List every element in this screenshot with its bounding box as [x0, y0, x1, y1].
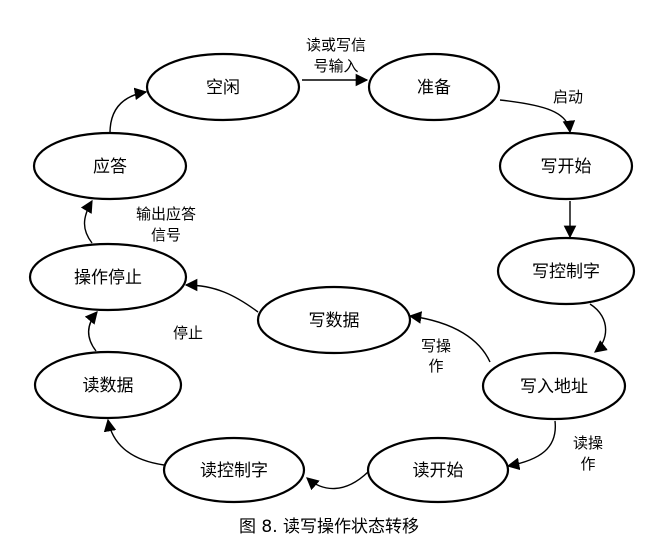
- figure-caption: 图 8. 读写操作状态转移: [238, 517, 420, 537]
- state-write-data-label: 写数据: [309, 311, 360, 331]
- edge-read-control-to-read-data: [103, 418, 165, 466]
- edge-write-data-to-operation-stop: [184, 278, 259, 313]
- label-ack-signal-line2: 信号: [151, 226, 181, 244]
- state-operation-stop: 操作停止: [28, 242, 188, 312]
- edge-write-control-to-write-address: [589, 303, 608, 353]
- state-write-start-label: 写开始: [541, 157, 592, 177]
- edge-prepare-to-write-start: [499, 99, 576, 134]
- state-read-control: 读控制字: [162, 436, 306, 504]
- edge-read-data-to-operation-stop: [84, 311, 98, 352]
- state-write-address: 写入地址: [481, 351, 627, 421]
- label-read-op-line2: 作: [580, 455, 595, 473]
- label-rw-signal-line1: 读或写信: [306, 36, 366, 54]
- state-prepare-label: 准备: [417, 78, 451, 98]
- state-ack-label: 应答: [93, 157, 127, 177]
- edge-read-start-to-read-control: [306, 471, 369, 491]
- edge-operation-stop-to-ack: [80, 199, 93, 244]
- state-read-start: 读开始: [366, 436, 510, 504]
- state-operation-stop-label: 操作停止: [74, 268, 142, 288]
- state-idle-label: 空闲: [206, 78, 240, 98]
- edge-write-address-to-read-start: [506, 420, 556, 471]
- label-write-op-line2: 作: [428, 357, 443, 375]
- state-read-control-label: 读控制字: [200, 461, 268, 481]
- state-read-start-label: 读开始: [413, 461, 464, 481]
- state-prepare: 准备: [367, 52, 501, 122]
- label-rw-signal-line2: 号输入: [313, 57, 358, 75]
- state-write-address-label: 写入地址: [520, 377, 588, 397]
- state-write-control: 写控制字: [496, 236, 636, 306]
- label-start: 启动: [553, 88, 583, 106]
- state-read-data-label: 读数据: [83, 376, 134, 396]
- label-stop: 停止: [173, 324, 203, 342]
- state-read-data: 读数据: [33, 350, 183, 420]
- state-transition-diagram: 空闲 准备 写开始 写控制字 写入地址 写数据 操作停止 读数据 读控制字 读开…: [28, 36, 636, 504]
- state-write-data: 写数据: [256, 285, 412, 355]
- label-write-op-line1: 写操: [421, 337, 451, 355]
- label-ack-signal-line1: 输出应答: [136, 205, 196, 223]
- edge-ack-to-idle: [109, 87, 148, 134]
- state-ack: 应答: [32, 131, 188, 201]
- state-idle: 空闲: [145, 52, 301, 122]
- state-write-start: 写开始: [498, 131, 634, 201]
- edge-write-address-to-write-data: [408, 311, 491, 363]
- label-read-op-line1: 读操: [573, 434, 603, 452]
- state-write-control-label: 写控制字: [532, 262, 600, 282]
